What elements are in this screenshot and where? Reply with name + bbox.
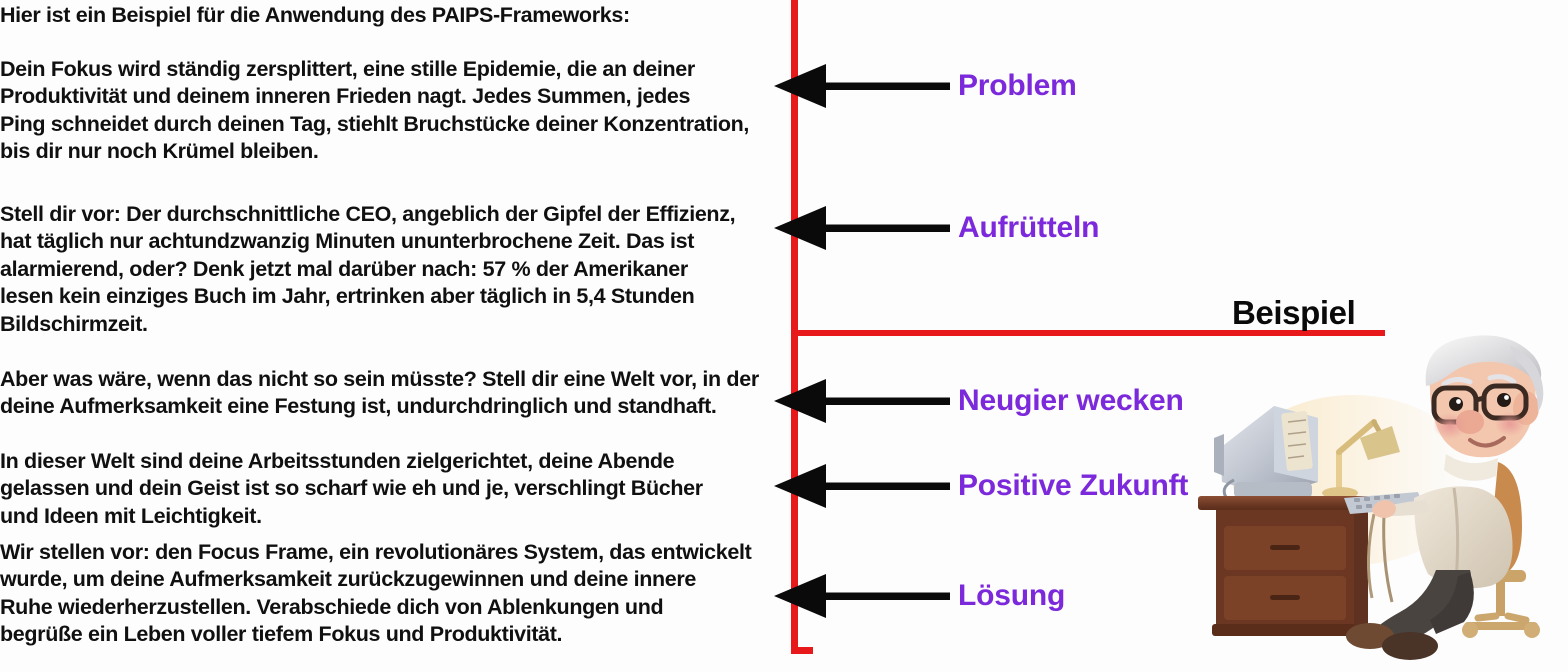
section-heading-beispiel: Beispiel [1232,294,1356,331]
annotation-label-neugier-wecken: Neugier wecken [958,384,1184,417]
paragraph-positive-zukunft: In dieser Welt sind deine Arbeitsstunden… [0,449,703,528]
paragraph-aufruetteln: Stell dir vor: Der durchschnittliche CEO… [0,202,736,336]
illustration-man-at-computer [1198,335,1544,660]
crt-monitor-icon [1214,406,1318,501]
head-figure [1425,335,1544,481]
intro-paragraph: Hier ist ein Beispiel für die Anwendung … [0,3,630,27]
paragraph-neugier: Aber was wäre, wenn das nicht so sein mü… [0,367,759,419]
paragraph-loesung: Wir stellen vor: den Focus Frame, ein re… [0,540,752,647]
annotation-label-problem: Problem [958,69,1077,102]
vertical-red-rule-foot [791,647,813,654]
annotation-label-positive-zukunft: Positive Zukunft [958,469,1189,502]
paragraph-problem: Dein Fokus wird ständig zersplittert, ei… [0,57,750,164]
vertical-red-rule [791,0,798,654]
body-figure [1346,486,1513,660]
copy-column: Hier ist ein Beispiel für die Anwendung … [0,3,759,647]
annotation-label-aufruetteln: Aufrütteln [958,211,1100,244]
annotation-label-loesung: Lösung [958,579,1066,612]
horizontal-red-rule [793,330,1385,336]
